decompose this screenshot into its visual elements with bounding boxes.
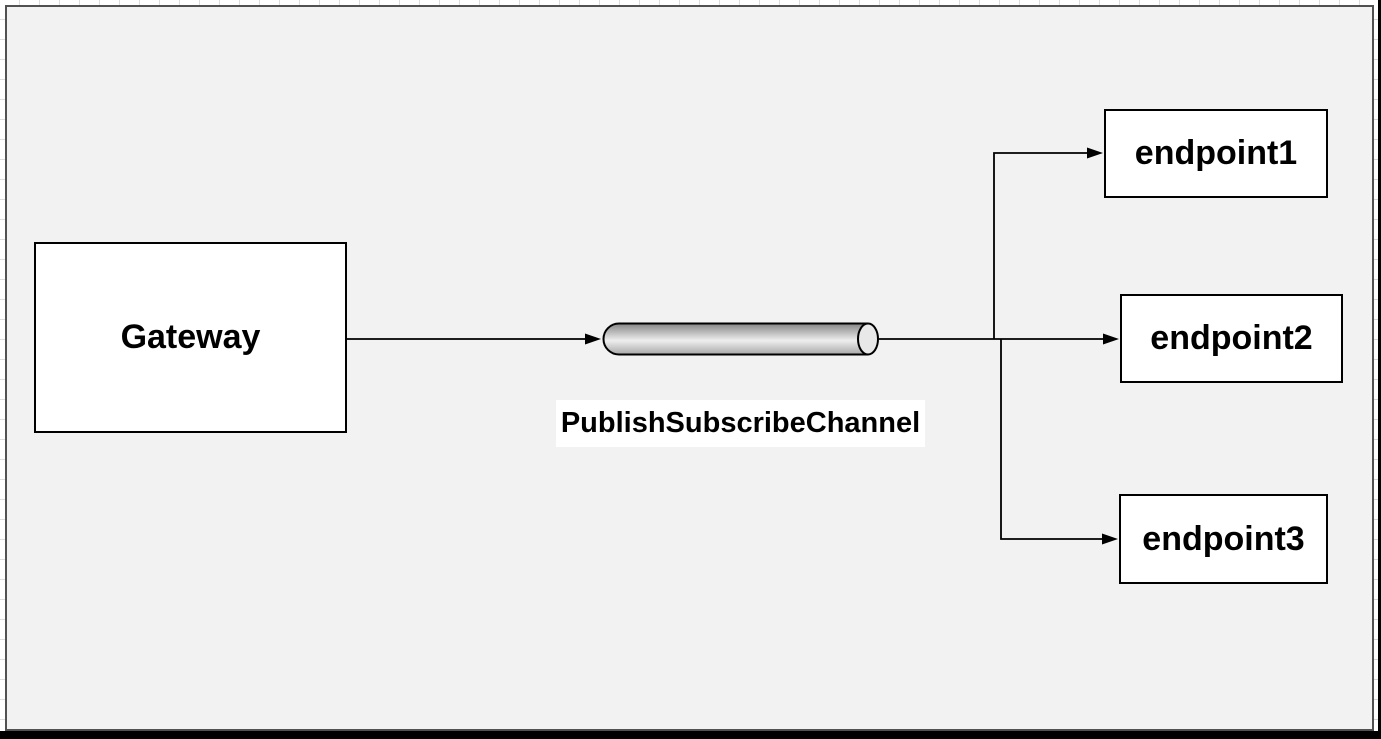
edge-channel-to-endpoint1[interactable] [993,147,1103,340]
endpoint3-node-label: endpoint3 [1142,519,1305,558]
gateway-node[interactable]: Gateway [34,242,347,433]
ruler-left [0,0,5,739]
endpoint2-node[interactable]: endpoint2 [1120,294,1343,383]
window-frame-right [1378,0,1381,739]
gateway-node-label: Gateway [120,318,261,356]
endpoint1-node[interactable]: endpoint1 [1104,109,1328,198]
ruler-right [1374,0,1378,739]
window-frame-bottom [0,731,1381,739]
endpoint2-node-label: endpoint2 [1150,319,1313,357]
edge-gateway-to-channel[interactable] [347,333,601,345]
arrowhead-icon [1103,333,1119,345]
endpoint1-node-label: endpoint1 [1134,134,1298,172]
arrowhead-icon [585,333,601,345]
channel-label-text: PublishSubscribeChannel [560,407,921,439]
pipe-end-cap [857,322,879,356]
ruler-top [0,0,1381,5]
endpoint3-node[interactable]: endpoint3 [1119,494,1328,584]
edge-channel-to-endpoint3[interactable] [1000,339,1118,545]
channel-pipe-shape[interactable] [602,322,879,356]
arrowhead-icon [1102,533,1118,545]
channel-label[interactable]: PublishSubscribeChannel [556,400,925,447]
arrowhead-icon [1087,147,1103,159]
edge-channel-to-endpoint2[interactable] [879,333,1119,345]
